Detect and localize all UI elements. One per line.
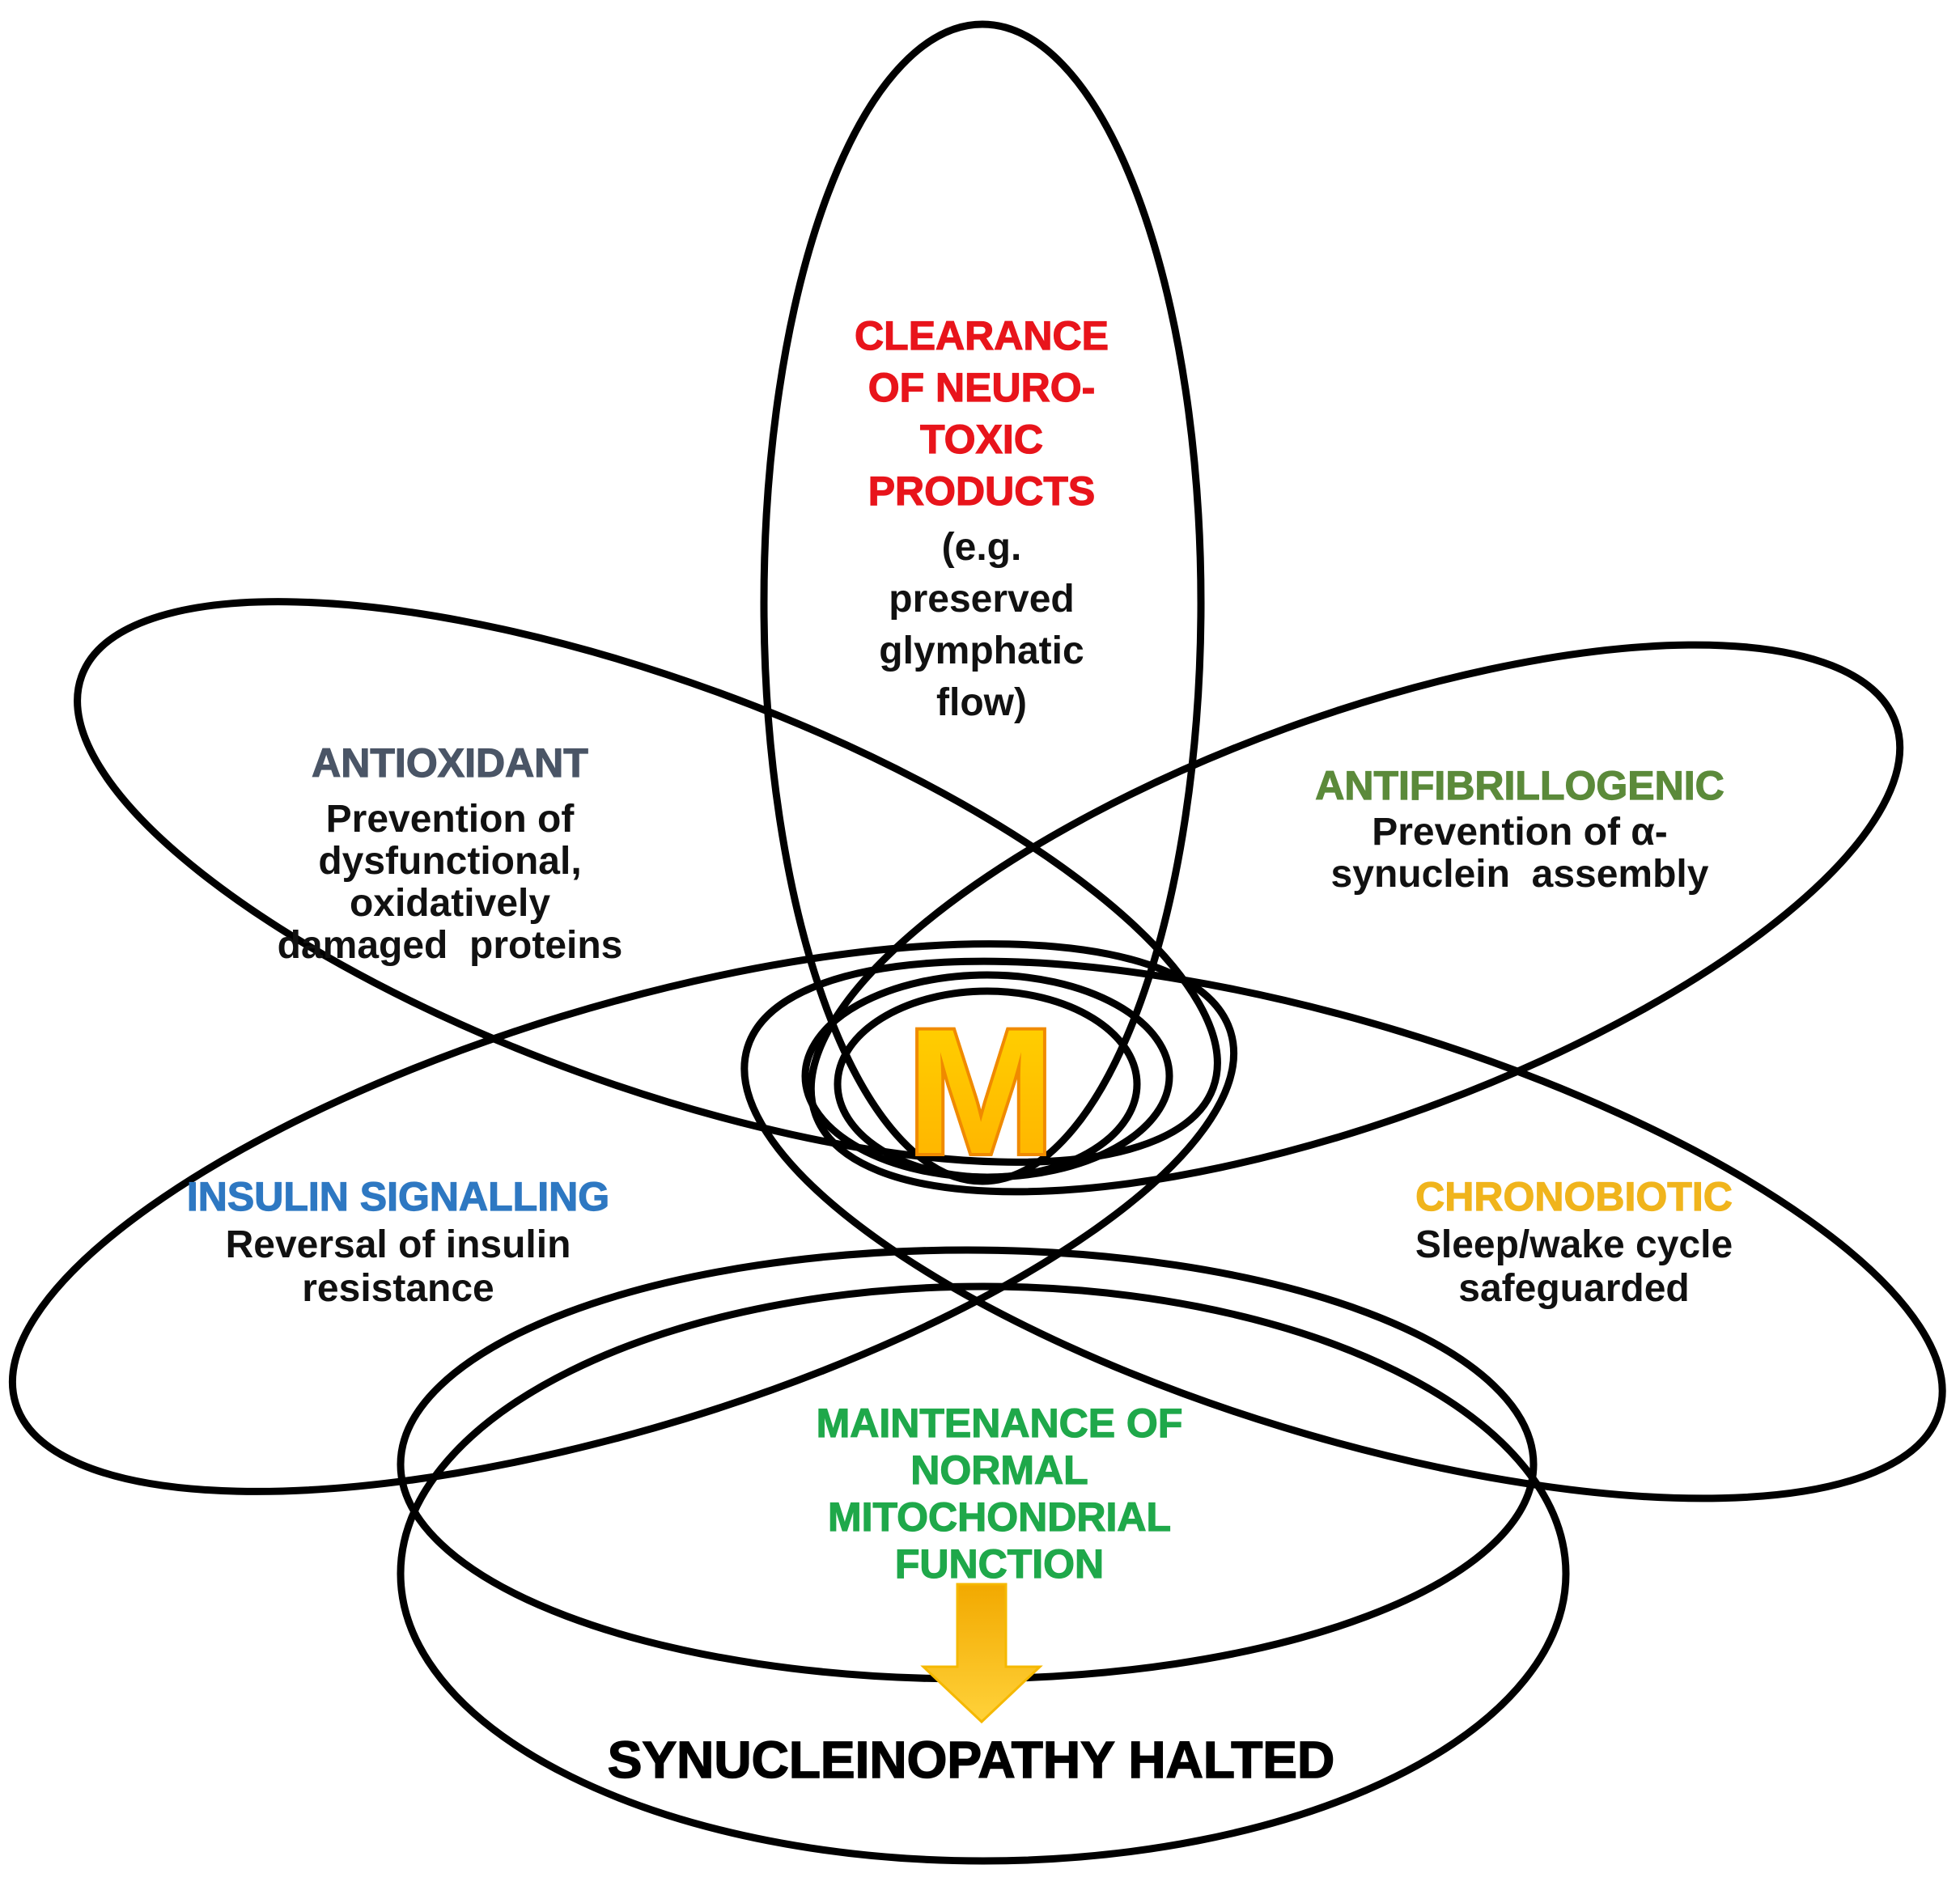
clearance-description-line: (e.g. <box>942 526 1022 569</box>
melatonin-center-symbol: M <box>906 992 1054 1191</box>
antifibrillogenic-description-line: Prevention of α- <box>1372 811 1668 854</box>
insulin-description-line: resistance <box>302 1267 494 1310</box>
clearance-description-line: glymphatic <box>879 629 1084 672</box>
petal-insulin-outline <box>8 940 1238 1495</box>
clearance-description-line: flow) <box>936 681 1027 724</box>
clearance-description-line: preserved <box>889 578 1074 621</box>
mitochondrial-title-line: MAINTENANCE OF <box>817 1401 1183 1446</box>
antioxidant-description-line: oxidatively <box>350 882 550 925</box>
antifibrillogenic-title-line: ANTIFIBRILLOGENIC <box>1315 763 1725 808</box>
mitochondrial-title-line: MITOCHONDRIAL <box>828 1494 1171 1540</box>
clearance-title-line: OF NEURO- <box>868 365 1096 410</box>
chronobiotic-description-line: Sleep/wake cycle <box>1415 1223 1733 1266</box>
petal-clearance-outline <box>760 20 1205 1185</box>
clearance-title-line: TOXIC <box>920 417 1043 462</box>
petal-outcome-outline <box>397 1282 1570 1865</box>
petal-label-clearance: CLEARANCE OF NEURO- TOXIC PRODUCTS (e.g. pres… <box>854 312 1109 724</box>
petal-labels: CLEARANCE OF NEURO- TOXIC PRODUCTS (e.g. pres… <box>186 312 1733 1587</box>
clearance-title-line: CLEARANCE <box>855 313 1109 358</box>
insulin-title-line: INSULIN SIGNALLING <box>187 1174 609 1219</box>
petal-outlines <box>8 20 1946 1865</box>
antioxidant-title-line: ANTIOXIDANT <box>312 740 588 786</box>
clearance-title-line: PRODUCTS <box>868 468 1096 514</box>
antioxidant-description-line: Prevention of <box>326 798 575 841</box>
antifibrillogenic-description-line: synuclein assembly <box>1331 853 1709 896</box>
mitochondrial-title-line: FUNCTION <box>895 1541 1104 1587</box>
petal-label-antioxidant: ANTIOXIDANT Prevention ofdysfunctional,ox… <box>278 740 623 967</box>
mitochondrial-title-line: NORMAL <box>910 1447 1088 1493</box>
center-ring-inner <box>834 987 1141 1181</box>
chronobiotic-title-line: CHRONOBIOTIC <box>1415 1174 1733 1219</box>
outcome-label: SYNUCLEINOPATHY HALTED <box>608 1731 1334 1789</box>
antioxidant-description-line: dysfunctional, <box>318 840 581 883</box>
chronobiotic-description-line: safeguarded <box>1458 1267 1689 1310</box>
petal-chronobiotic-outline <box>740 957 1946 1502</box>
petal-antioxidant-outline <box>74 598 1221 1166</box>
insulin-description-line: Reversal of insulin <box>226 1223 571 1266</box>
petal-label-mitochondrial: MAINTENANCE OFNORMALMITOCHONDRIALFUNCTIO… <box>816 1400 1183 1587</box>
down-arrow-icon <box>920 1583 1043 1724</box>
antioxidant-description-line: damaged proteins <box>278 924 623 967</box>
